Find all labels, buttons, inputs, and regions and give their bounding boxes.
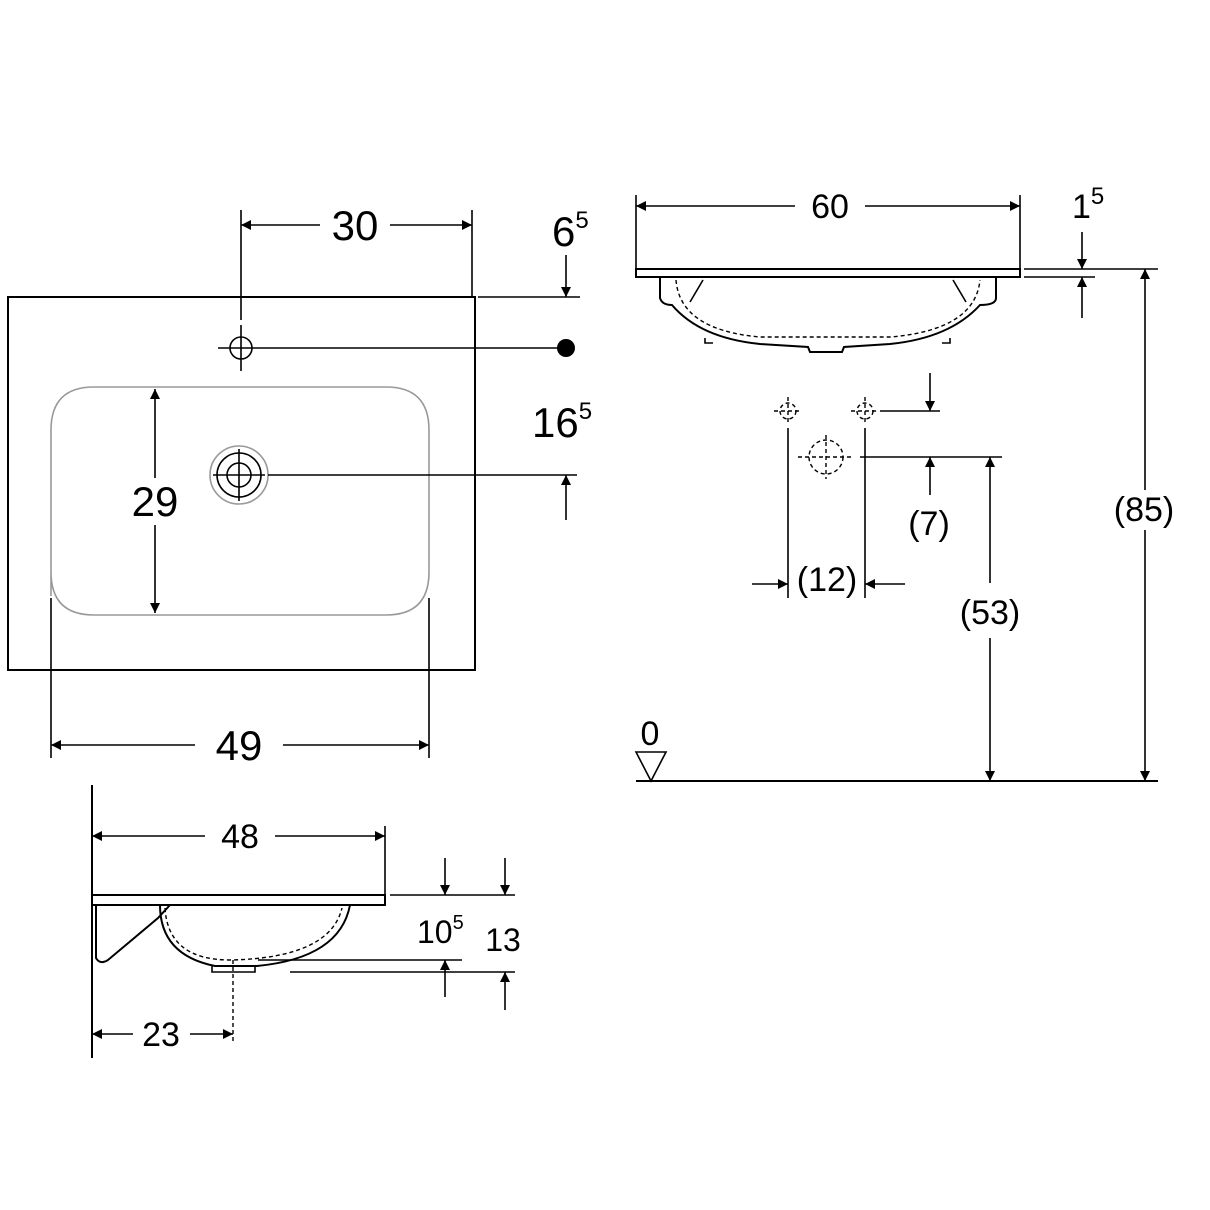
dim-drain-height: (53) — [960, 594, 1020, 632]
dim-width: 60 — [811, 188, 849, 226]
floor-level-icon — [634, 751, 668, 783]
dim-total-height: 13 — [485, 922, 521, 958]
dim-rim: 15 — [1072, 183, 1104, 226]
tap-position-left-icon — [774, 397, 802, 425]
drain-position-icon — [798, 435, 854, 479]
dim-tap-offset: 30 — [332, 202, 379, 249]
dim-depth: 48 — [221, 818, 259, 856]
basin-bowl-side — [159, 904, 351, 967]
dim-tap-to-drain: 165 — [532, 398, 592, 446]
dim-bowl-width: 49 — [216, 722, 263, 769]
tap-hole-icon — [218, 325, 264, 371]
dim-bowl-height: 105 — [417, 912, 464, 950]
top-view: 30 65 165 29 49 — [7, 202, 592, 769]
dim-drain-vertical: (7) — [908, 505, 950, 543]
basin-rim — [635, 268, 1021, 278]
dim-edge-to-tap: 65 — [552, 207, 589, 255]
dim-drain-from-wall: 23 — [142, 1016, 180, 1054]
dim-overall-height: (85) — [1114, 491, 1174, 529]
side-view: 48 23 105 13 — [91, 785, 521, 1058]
bowl-outline — [50, 386, 430, 616]
floor-label: 0 — [641, 715, 660, 753]
basin-rim-side — [92, 894, 386, 906]
drain-icon — [209, 445, 269, 505]
basin-bowl — [659, 277, 997, 353]
front-view: 60 15 (7) ( — [634, 183, 1174, 783]
dim-bowl-depth: 29 — [132, 478, 179, 525]
tap-position-right-icon — [851, 397, 879, 425]
dim-drain-spacing: (12) — [797, 561, 857, 599]
tap-center-dot — [557, 339, 575, 357]
